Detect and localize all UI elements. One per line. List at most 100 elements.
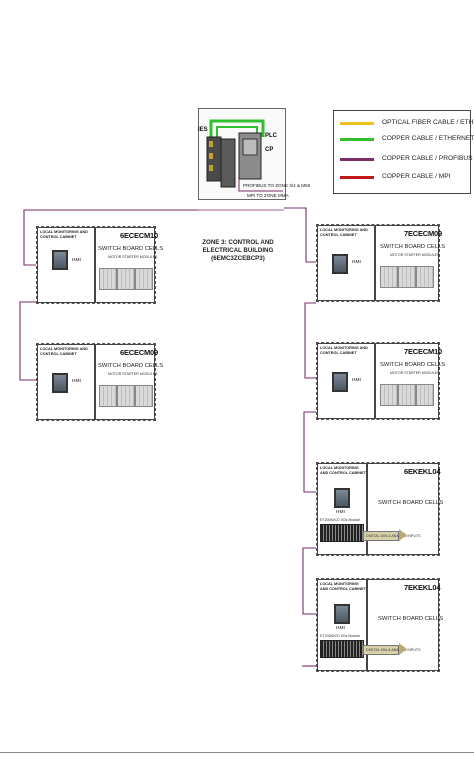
bus-right-2 xyxy=(303,411,316,493)
starter-module xyxy=(416,266,434,288)
cabinet-7ececm09: LOCAL MONITORING AND CONTROL CABINET HMI… xyxy=(316,224,445,302)
legend-label: OPTICAL FIBER CABLE / ETHERNET xyxy=(382,119,474,126)
cp-tag: CP xyxy=(265,147,274,153)
starter-module xyxy=(380,266,398,288)
cabinet-7ekekl04: LOCAL MONITORING AND CONTROL CABINET HMI… xyxy=(316,578,443,672)
io-arrow: DIGITAL I/Os & ANALOG INPUTS xyxy=(363,531,421,541)
lmc-label: LOCAL MONITORING AND CONTROL CABINET xyxy=(40,230,88,239)
hmi-label: HMI xyxy=(352,260,361,265)
plc-tag: PLC xyxy=(265,133,277,139)
motor-note: MOTOR STARTER MODULES xyxy=(108,372,158,376)
hmi-label: HMI xyxy=(72,258,81,263)
legend-swatch xyxy=(340,138,374,141)
legend-swatch xyxy=(340,158,374,161)
legend-swatch xyxy=(340,122,374,125)
lmc-label: LOCAL MONITORING AND CONTROL CABINET xyxy=(320,466,366,475)
cabinet-id: 7EKEKL04 xyxy=(404,583,441,592)
hmi-screen xyxy=(332,372,348,392)
cabinet-id: 6ECECM10 xyxy=(120,231,158,240)
cabinet-id: 7ECECM09 xyxy=(404,229,442,238)
cabinet-6ekekl04: LOCAL MONITORING AND CONTROL CABINET HMI… xyxy=(316,462,443,556)
switchboard-name: SWITCH BOARD CELLS xyxy=(378,616,444,622)
starter-module xyxy=(398,266,416,288)
cabinet-id: 6EKEKL04 xyxy=(404,467,441,476)
legend-label: COPPER CABLE / ETHERNET xyxy=(382,135,474,142)
starter-module xyxy=(380,384,398,406)
page-bottom-rule xyxy=(0,752,474,753)
lmc-label: LOCAL MONITORING AND CONTROL CABINET xyxy=(320,346,368,355)
starter-module xyxy=(416,384,434,406)
hmi-screen xyxy=(334,488,350,508)
lmc-label: LOCAL MONITORING AND CONTROL CABINET xyxy=(320,582,366,591)
switchboard: 6ECECM10 SWITCH BOARD CELLS MOTOR STARTE… xyxy=(95,227,163,303)
control-panel-art xyxy=(206,119,283,192)
switchboard: 6ECECM09 SWITCH BOARD CELLS MOTOR STARTE… xyxy=(95,344,163,420)
starter-module xyxy=(117,385,135,407)
starter-module xyxy=(99,385,117,407)
bus-right xyxy=(304,302,316,379)
hmi-label: HMI xyxy=(352,378,361,383)
io-arrow-head xyxy=(399,643,407,655)
cabinet-id: 6ECECM09 xyxy=(120,348,158,357)
hmi-screen xyxy=(334,604,350,624)
motor-note: MOTOR STARTER MODULES xyxy=(390,371,440,375)
switchboard-name: SWITCH BOARD CELLS xyxy=(380,244,446,250)
cabinet-id: 7ECECM10 xyxy=(404,347,442,356)
zone-title: ZONE 3: CONTROL AND ELECTRICAL BUILDING … xyxy=(182,239,294,263)
control-panel: IES PLC CP PROFIBUS TO ZONE 3/4 & MMI MP… xyxy=(198,108,310,200)
legend-item: COPPER CABLE / ETHERNET xyxy=(340,133,474,145)
lmc-panel: LOCAL MONITORING AND CONTROL CABINET HMI… xyxy=(317,463,367,555)
lmc-panel: LOCAL MONITORING AND CONTROL CABINET HMI… xyxy=(317,579,367,671)
hmi-screen xyxy=(52,250,68,270)
switchboard: 7EKEKL04 SWITCH BOARD CELLS xyxy=(367,579,443,671)
switchboard: 7ECECM10 SWITCH BOARD CELLS MOTOR STARTE… xyxy=(375,343,445,419)
ies-tag: IES xyxy=(198,127,208,133)
starter-module xyxy=(99,268,117,290)
legend-item: OPTICAL FIBER CABLE / ETHERNET xyxy=(340,117,474,129)
bus-left xyxy=(19,301,36,381)
starter-module xyxy=(135,268,153,290)
hmi-screen xyxy=(332,254,348,274)
starter-module xyxy=(117,268,135,290)
cabinet-6ececm09: LOCAL MONITORING AND CONTROL CABINET HMI… xyxy=(36,343,163,421)
hmi-screen xyxy=(52,373,68,393)
io-module-label: ET200M/CD I/Os Module xyxy=(320,634,361,638)
lmc-panel: LOCAL MONITORING AND CONTROL CABINET HMI xyxy=(37,344,95,420)
switchboard-name: SWITCH BOARD CELLS xyxy=(378,500,444,506)
starter-module xyxy=(398,384,416,406)
mpi-note: MPI TO ZONE MMA xyxy=(247,193,289,198)
lmc-label: LOCAL MONITORING AND CONTROL CABINET xyxy=(40,347,88,356)
legend-label: COPPER CABLE / PROFIBUS xyxy=(382,155,473,162)
io-module xyxy=(320,524,364,542)
legend: OPTICAL FIBER CABLE / ETHERNET COPPER CA… xyxy=(333,110,474,194)
switchboard-name: SWITCH BOARD CELLS xyxy=(98,363,164,369)
switchboard: 7ECECM09 SWITCH BOARD CELLS MOTOR STARTE… xyxy=(375,225,445,301)
cabinet-6ececm10: LOCAL MONITORING AND CONTROL CABINET HMI… xyxy=(36,226,163,304)
lmc-label: LOCAL MONITORING AND CONTROL CABINET xyxy=(320,228,368,237)
switchboard-name: SWITCH BOARD CELLS xyxy=(380,362,446,368)
hmi-label: HMI xyxy=(72,379,81,384)
switchboard-name: SWITCH BOARD CELLS xyxy=(98,246,164,252)
motor-note: MOTOR STARTER MODULES xyxy=(108,255,158,259)
io-arrow-head xyxy=(399,529,407,541)
cabinet-7ececm10: LOCAL MONITORING AND CONTROL CABINET HMI… xyxy=(316,342,445,420)
legend-item: COPPER CABLE / MPI xyxy=(340,171,468,183)
legend-item: COPPER CABLE / PROFIBUS xyxy=(340,153,473,165)
switchboard: 6EKEKL04 SWITCH BOARD CELLS xyxy=(367,463,443,555)
hmi-label: HMI xyxy=(336,626,345,631)
lmc-panel: LOCAL MONITORING AND CONTROL CABINET HMI xyxy=(317,225,375,301)
io-module-label: ET200M/CD I/Os Module xyxy=(320,518,361,522)
io-module xyxy=(320,640,364,658)
legend-swatch xyxy=(340,176,374,179)
lmc-panel: LOCAL MONITORING AND CONTROL CABINET HMI xyxy=(37,227,95,303)
legend-label: COPPER CABLE / MPI xyxy=(382,173,451,180)
profibus-note: PROFIBUS TO ZONE 3/4 & MMI xyxy=(243,183,311,188)
zone-title-line2: (6EMC3ZCEBCP3) xyxy=(211,255,265,262)
zone-title-line1: ZONE 3: CONTROL AND ELECTRICAL BUILDING xyxy=(202,239,274,254)
hmi-label: HMI xyxy=(336,510,345,515)
bus-right-3 xyxy=(302,547,316,615)
io-arrow: DIGITAL I/Os & ANALOG INPUTS xyxy=(363,645,421,655)
lmc-panel: LOCAL MONITORING AND CONTROL CABINET HMI xyxy=(317,343,375,419)
starter-module xyxy=(135,385,153,407)
motor-note: MOTOR STARTER MODULES xyxy=(390,253,440,257)
